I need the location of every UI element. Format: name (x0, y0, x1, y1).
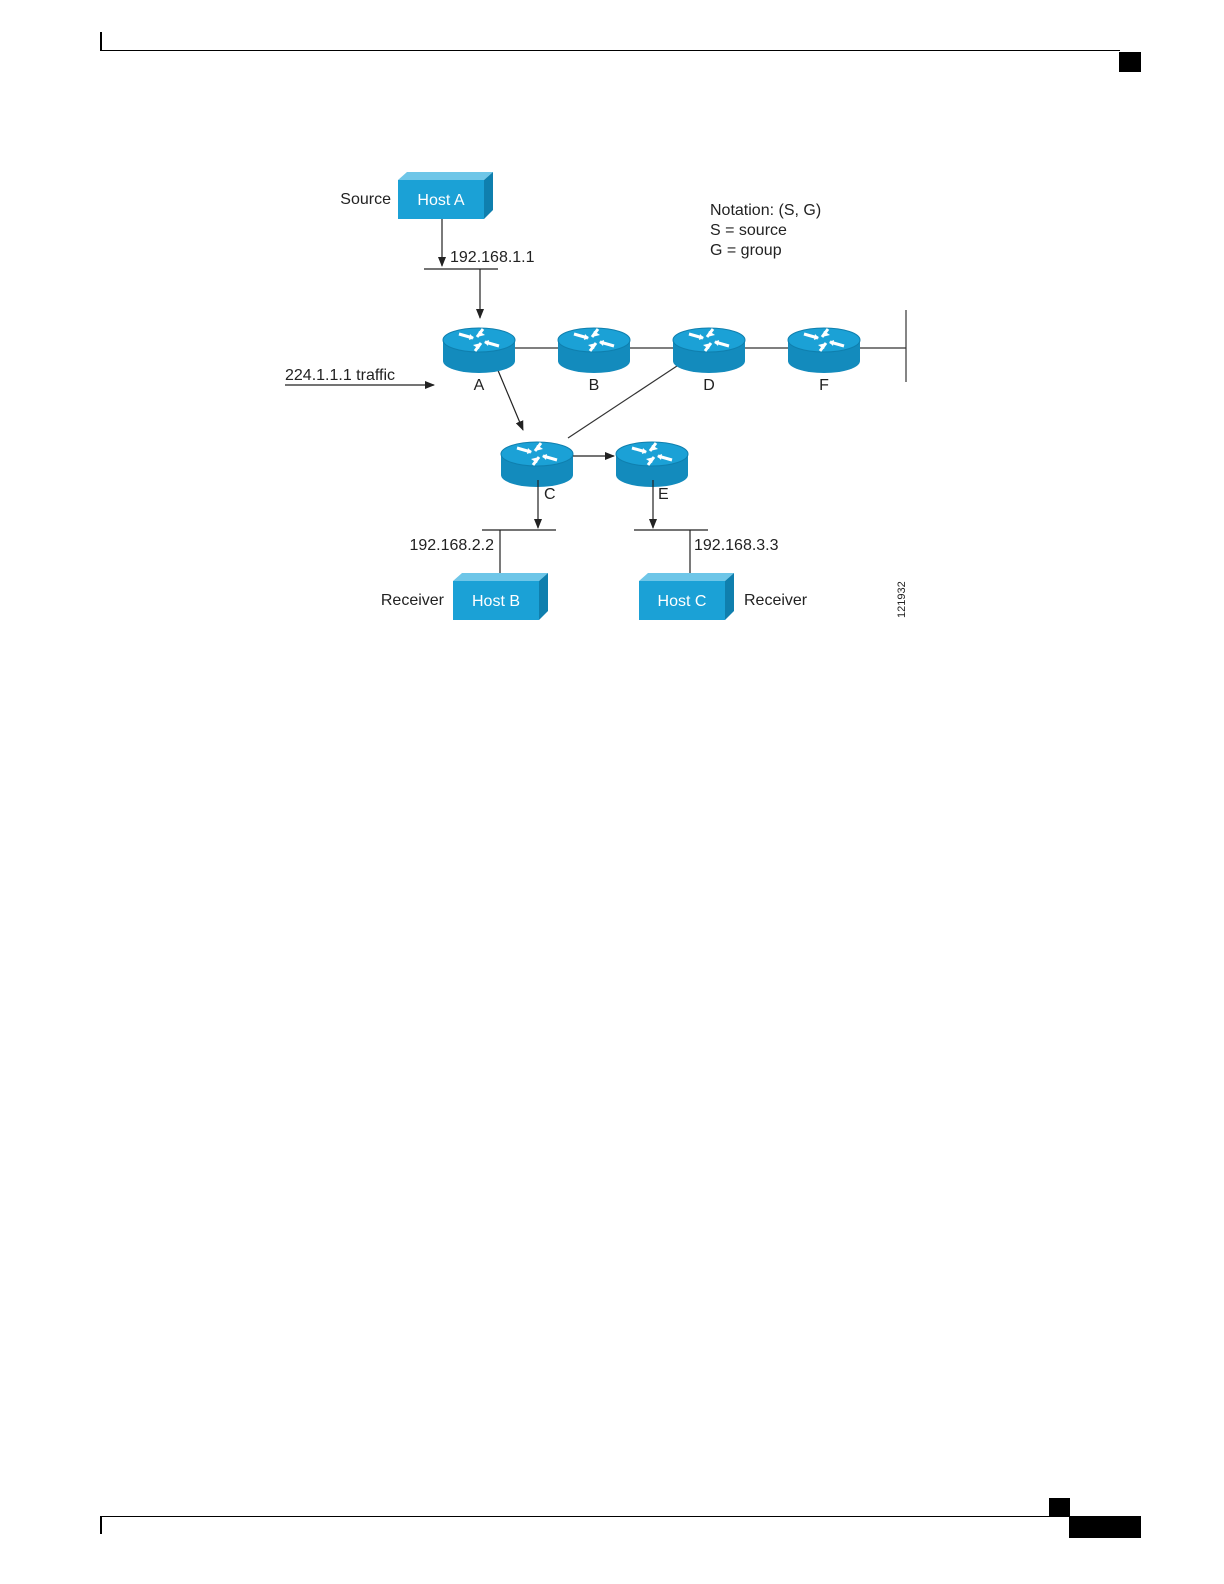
figure-id: 121932 (896, 581, 908, 618)
host-c-label: Host C (658, 593, 707, 610)
host-b-label: Host B (472, 593, 520, 610)
router-f-icon (788, 328, 860, 373)
traffic-label: 224.1.1.1 traffic (285, 367, 395, 384)
link-d-c (568, 364, 680, 438)
ip-192-168-1-1: 192.168.1.1 (450, 249, 535, 266)
router-b-icon (558, 328, 630, 373)
router-a-label: A (474, 377, 485, 394)
ip-192-168-3-3: 192.168.3.3 (694, 537, 779, 554)
router-d-label: D (703, 377, 715, 394)
arrow-a-to-c (497, 368, 523, 430)
footer-tab-marker (1069, 1516, 1141, 1538)
router-b-label: B (589, 377, 600, 394)
router-e-label: E (658, 486, 669, 503)
notation-g: G = group (710, 242, 782, 259)
receiver-b-label: Receiver (381, 592, 445, 609)
receiver-c-label: Receiver (744, 592, 808, 609)
router-d-icon (673, 328, 745, 373)
footer-tick (100, 1517, 102, 1534)
notation-title: Notation: (S, G) (710, 202, 821, 219)
multicast-network-diagram: Host A Source 192.168.1.1 Notation: (S, … (0, 0, 1224, 700)
source-label: Source (340, 191, 391, 208)
router-c-icon (501, 442, 573, 487)
notation-s: S = source (710, 222, 787, 239)
router-f-label: F (819, 377, 829, 394)
footer-rule (100, 1516, 1070, 1517)
ip-192-168-2-2: 192.168.2.2 (409, 537, 494, 554)
router-e-icon (616, 442, 688, 487)
host-a-label: Host A (417, 192, 464, 209)
router-c-label: C (544, 486, 556, 503)
footer-square-marker (1049, 1498, 1070, 1517)
router-a-icon (443, 328, 515, 373)
